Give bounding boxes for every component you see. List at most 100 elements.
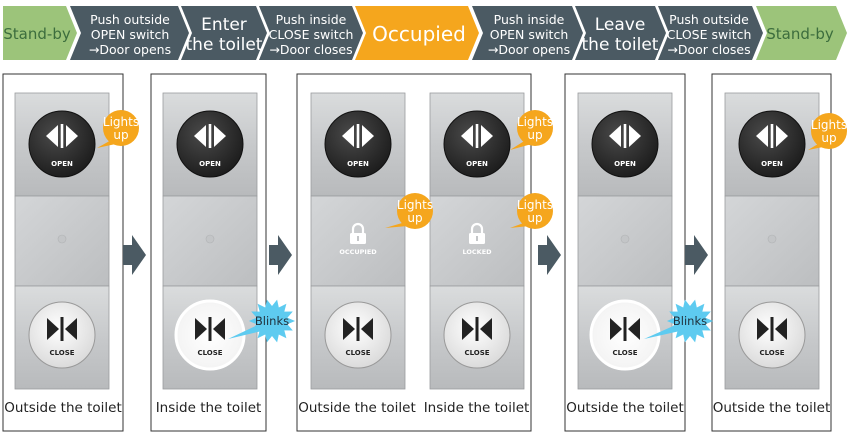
close-icon	[343, 317, 373, 341]
flow-step-leave-line1: Leave	[595, 15, 646, 35]
padlock-icon	[469, 222, 485, 244]
panel-label-5: Outside the toilet	[566, 400, 684, 416]
open-button-label: OPEN	[51, 160, 73, 168]
flow-step-push-inside-open	[472, 6, 583, 60]
close-icon	[462, 317, 492, 341]
close-button-label: CLOSE	[759, 349, 784, 357]
flow-step-leave-line2: the toilet	[582, 35, 659, 55]
panel-label-4: Inside the toilet	[423, 400, 530, 416]
close-button-label: CLOSE	[464, 349, 489, 357]
flow-standby-end-label: Stand-by	[766, 25, 834, 43]
close-button-label: CLOSE	[345, 349, 370, 357]
occupied-indicator: OCCUPIED	[339, 222, 377, 256]
switch-plate: OPEN LOCKED CLOSE	[429, 92, 525, 390]
arrow-right-icon	[538, 235, 561, 275]
flow-step-push-outside-open-line3: →Door opens	[89, 42, 171, 57]
svg-text:Lights: Lights	[103, 115, 139, 129]
indicator-lamp	[767, 234, 777, 244]
svg-text:Lights: Lights	[811, 118, 847, 132]
open-button[interactable]: OPEN	[591, 110, 659, 178]
close-icon	[47, 317, 77, 341]
open-button-label: OPEN	[761, 160, 783, 168]
svg-text:Lights: Lights	[517, 115, 553, 129]
indicator-label: LOCKED	[462, 248, 492, 256]
open-button[interactable]: OPEN	[28, 110, 96, 178]
indicator-lamp	[205, 234, 215, 244]
svg-text:up: up	[113, 128, 128, 142]
panel-label-2: Inside the toilet	[155, 400, 262, 416]
arrow-right-icon	[685, 235, 708, 275]
flow-occupied-label: Occupied	[372, 22, 466, 46]
open-button-label: OPEN	[347, 160, 369, 168]
flow-step-push-inside-open-line2: OPEN switch	[490, 27, 569, 42]
flow-step-push-inside-close-line3: →Door closes	[269, 42, 352, 57]
svg-text:up: up	[527, 211, 542, 225]
svg-text:up: up	[527, 128, 542, 142]
flow-step-push-outside-close-line3: →Door closes	[667, 42, 750, 57]
switch-plate: OPEN CLOSE	[724, 92, 820, 390]
flow-bar: Stand-by Push outside OPEN switch →Door …	[3, 6, 847, 60]
svg-text:Blinks: Blinks	[255, 314, 289, 328]
arrow-right-icon	[269, 235, 292, 275]
callout-blinks: Blinks	[644, 299, 714, 343]
flow-standby-start-label: Stand-by	[3, 25, 71, 43]
open-icon	[461, 124, 493, 148]
close-button[interactable]: CLOSE	[174, 299, 246, 371]
open-icon	[609, 124, 641, 148]
flow-step-push-outside-close-line1: Push outside	[669, 12, 749, 27]
switch-plate: OPEN CLOSE	[162, 92, 258, 390]
close-icon	[610, 317, 640, 341]
close-button[interactable]: CLOSE	[738, 301, 806, 369]
flow-step-push-inside-close-line2: CLOSE switch	[269, 27, 354, 42]
open-icon	[46, 124, 78, 148]
close-button[interactable]: CLOSE	[324, 301, 392, 369]
open-button[interactable]: OPEN	[443, 110, 511, 178]
flow-step-leave	[575, 6, 666, 60]
flow-standby-start	[3, 6, 77, 60]
flow-step-push-inside-open-line3: →Door opens	[488, 42, 570, 57]
indicator-lamp	[620, 234, 630, 244]
locked-indicator: LOCKED	[462, 222, 492, 256]
open-button-label: OPEN	[466, 160, 488, 168]
close-button[interactable]: CLOSE	[589, 299, 661, 371]
svg-text:up: up	[407, 211, 422, 225]
close-button[interactable]: CLOSE	[28, 301, 96, 369]
open-icon	[756, 124, 788, 148]
close-button-label: CLOSE	[49, 349, 74, 357]
panel-label-6: Outside the toilet	[712, 400, 831, 416]
open-button[interactable]: OPEN	[176, 110, 244, 178]
close-button[interactable]: CLOSE	[443, 301, 511, 369]
svg-text:up: up	[821, 131, 836, 145]
open-icon	[194, 124, 226, 148]
open-button[interactable]: OPEN	[738, 110, 806, 178]
flow-step-enter-line2: the toilet	[186, 35, 263, 55]
flow-step-push-outside-close	[658, 6, 763, 60]
flow-step-push-outside-open-line2: OPEN switch	[91, 27, 170, 42]
close-icon	[757, 317, 787, 341]
flow-step-enter-line1: Enter	[201, 15, 247, 35]
flow-step-push-inside-close	[259, 6, 363, 60]
open-icon	[342, 124, 374, 148]
panel-label-3: Outside the toilet	[298, 400, 416, 416]
open-button[interactable]: OPEN	[324, 110, 392, 178]
panel-label-1: Outside the toilet	[4, 400, 122, 416]
flow-step-push-outside-open	[70, 6, 189, 60]
arrow-right-icon	[123, 235, 146, 275]
flow-step-enter	[181, 6, 267, 60]
switch-plate: OPEN OCCUPIED CLOSE	[310, 92, 406, 390]
flow-step-push-outside-open-line1: Push outside	[90, 12, 170, 27]
close-button-label: CLOSE	[612, 349, 637, 357]
close-icon	[195, 317, 225, 341]
callout-blinks: Blinks	[228, 299, 296, 343]
open-button-label: OPEN	[614, 160, 636, 168]
switch-plate: OPEN CLOSE	[577, 92, 673, 390]
flow-step-push-inside-open-line1: Push inside	[494, 12, 565, 27]
indicator-lamp	[57, 234, 67, 244]
svg-text:Lights: Lights	[397, 198, 433, 212]
